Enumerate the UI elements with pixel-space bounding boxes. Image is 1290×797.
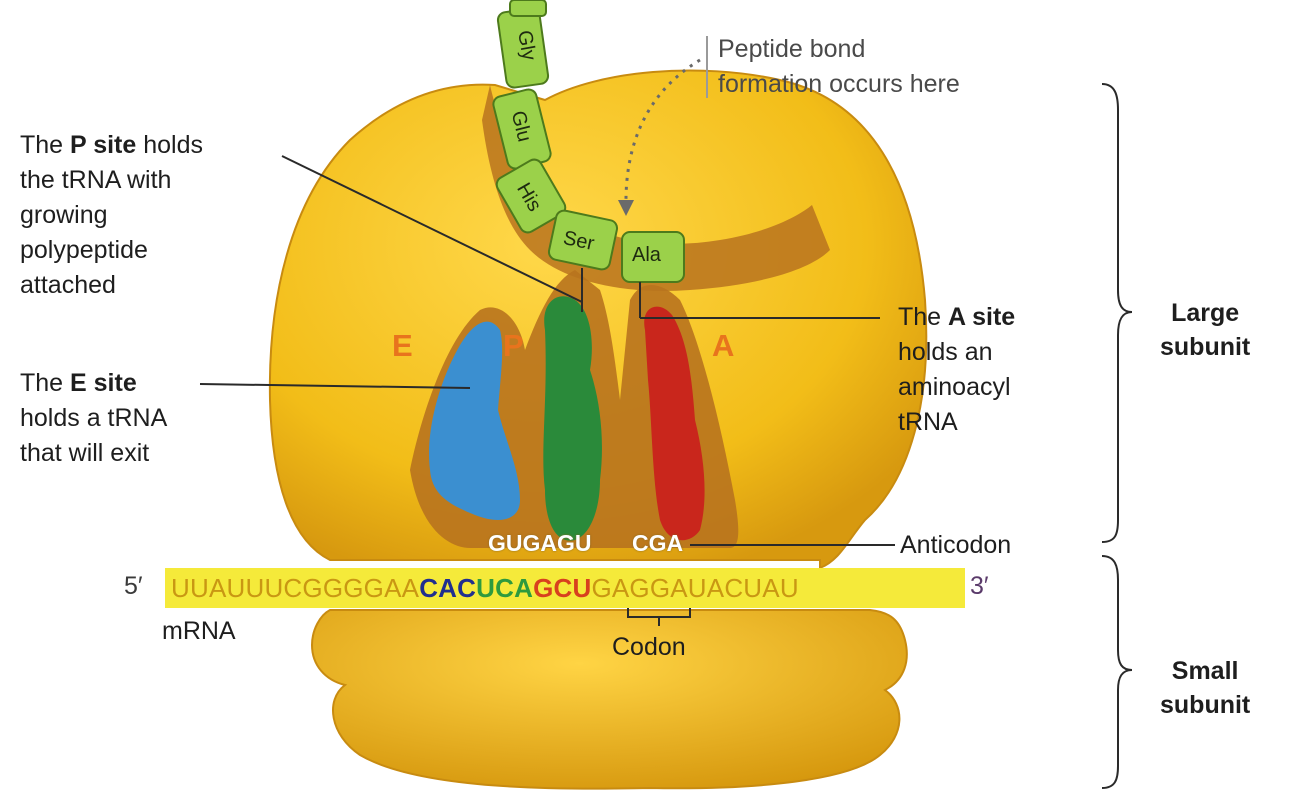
anticodon-label: Anticodon: [900, 528, 1011, 563]
small-subunit-brace: [1102, 556, 1132, 788]
mrna-before: UUAUUUCGGGGAA: [171, 573, 419, 603]
e-site-line-2: holds a tRNA: [20, 401, 167, 436]
a-site-label: The A site holds an aminoacyl tRNA: [898, 300, 1015, 440]
p-site-letter: P: [503, 328, 524, 364]
a-site-letter: A: [712, 328, 734, 364]
e-site-letter: E: [392, 328, 413, 364]
mrna-p-codon: UCA: [476, 573, 533, 603]
small-subunit-line-2: subunit: [1160, 688, 1250, 722]
codon-label: Codon: [612, 630, 686, 665]
a-site-line-2: holds an: [898, 335, 1015, 370]
mrna-label: mRNA: [162, 614, 236, 649]
large-subunit-label: Large subunit: [1160, 296, 1250, 364]
large-subunit-brace: [1102, 84, 1132, 542]
amino-acid-gly: Gly: [512, 29, 540, 63]
mrna-a-codon: GCU: [533, 573, 591, 603]
e-site-line-3: that will exit: [20, 436, 167, 471]
large-subunit-line-2: subunit: [1160, 330, 1250, 364]
anticodon-p-e: GUGAGU: [488, 530, 592, 557]
small-subunit-label: Small subunit: [1160, 654, 1250, 722]
p-site-line-5: attached: [20, 268, 203, 303]
five-prime-label: 5′: [124, 572, 143, 601]
three-prime-label: 3′: [970, 572, 989, 601]
peptide-bond-line-2: formation occurs here: [718, 67, 960, 102]
large-subunit-line-1: Large: [1160, 296, 1250, 330]
chain-top: [510, 0, 546, 16]
peptide-bond-label: Peptide bond formation occurs here: [718, 32, 960, 102]
p-site-label: The P site holds the tRNA with growing p…: [20, 128, 203, 303]
mrna-sequence: UUAUUUCGGGGAACACUCAGCUGAGGAUACUAU: [171, 573, 799, 604]
mrna-after: GAGGAUACUAU: [591, 573, 798, 603]
small-subunit-line-1: Small: [1160, 654, 1250, 688]
anticodon-a: CGA: [632, 530, 683, 557]
a-site-line-4: tRNA: [898, 405, 1015, 440]
e-site-line-1: The E site: [20, 366, 167, 401]
p-site-line-4: polypeptide: [20, 233, 203, 268]
e-site-label: The E site holds a tRNA that will exit: [20, 366, 167, 471]
a-site-line-3: aminoacyl: [898, 370, 1015, 405]
p-site-line-2: the tRNA with: [20, 163, 203, 198]
p-site-line-3: growing: [20, 198, 203, 233]
small-subunit-shape: [312, 610, 907, 789]
p-site-line-1: The P site holds: [20, 128, 203, 163]
amino-acid-ala: Ala: [632, 244, 661, 267]
mrna-e-codon: CAC: [419, 573, 476, 603]
a-site-line-1: The A site: [898, 300, 1015, 335]
peptide-bond-line-1: Peptide bond: [718, 32, 960, 67]
